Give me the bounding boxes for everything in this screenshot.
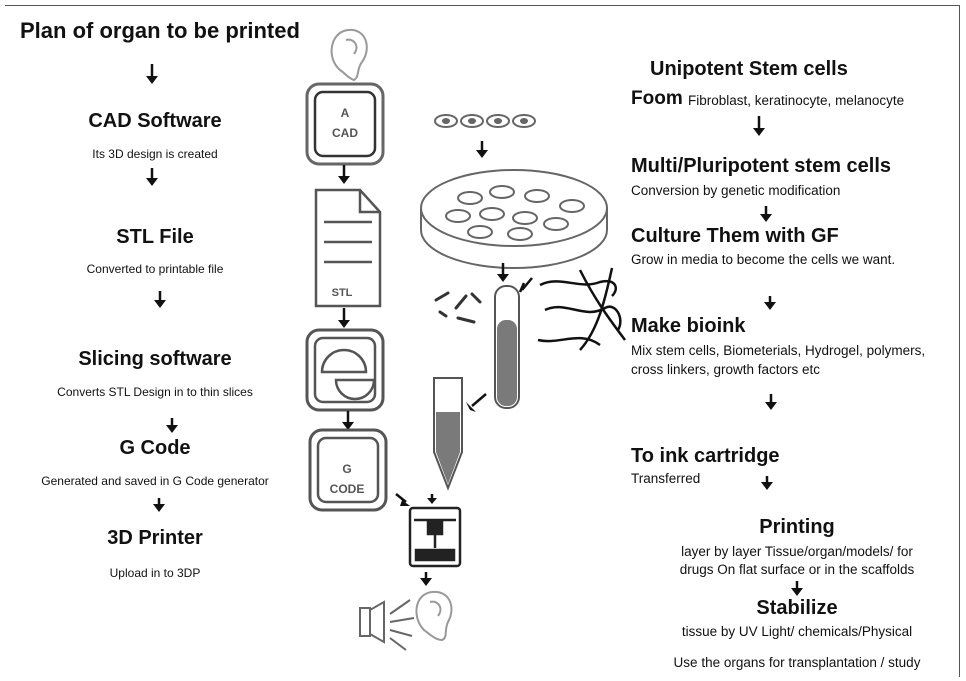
unipotent-from: Foom xyxy=(631,88,683,109)
multi-desc: Conversion by genetic modification xyxy=(631,183,841,198)
culture-desc: Grow in media to become the cells we wan… xyxy=(631,252,896,267)
slicing-icon xyxy=(305,328,385,412)
bioink-title: Make bioink xyxy=(631,315,746,337)
step-gcode-title: G Code xyxy=(119,437,191,459)
petri-dish-icon xyxy=(420,169,608,269)
gcode-line1: G xyxy=(342,462,351,476)
stabilize-title: Stabilize xyxy=(756,597,838,619)
printing-title: Printing xyxy=(759,516,835,538)
step-cad-title: CAD Software xyxy=(88,110,222,132)
bioink-desc-1: Mix stem cells, Biometerials, Hydrogel, … xyxy=(631,343,926,358)
unipotent-title: Unipotent Stem cells xyxy=(650,58,848,80)
bioink-desc-2: cross linkers, growth factors etc xyxy=(631,362,821,377)
step-printer-desc: Upload in to 3DP xyxy=(109,566,201,580)
unipotent-desc: Fibroblast, keratinocyte, melanocyte xyxy=(688,93,905,108)
printing-desc-2: drugs On flat surface or in the scaffold… xyxy=(679,562,915,577)
stl-file-icon xyxy=(314,188,382,308)
uv-light-icon xyxy=(359,599,415,651)
cad-line1: A xyxy=(341,106,350,120)
step-stl-desc: Converted to printable file xyxy=(86,262,224,276)
right-arrows xyxy=(753,116,803,596)
step-slicing-desc: Converts STL Design in to thin slices xyxy=(57,385,253,399)
ink-cartridge-icon xyxy=(433,377,463,491)
cartridge-title: To ink cartridge xyxy=(631,445,780,467)
cartridge-desc: Transferred xyxy=(631,471,701,486)
ear-icon-top xyxy=(330,28,368,82)
gcode-line2: CODE xyxy=(330,482,365,496)
cad-icon xyxy=(305,82,385,166)
gcode-icon xyxy=(308,428,388,512)
final-use-text: Use the organs for transplantation / stu… xyxy=(673,655,921,670)
printing-desc-1: layer by layer Tissue/organ/models/ for xyxy=(681,544,913,559)
test-tube-icon xyxy=(494,285,520,409)
step-cad-desc: Its 3D design is created xyxy=(92,147,218,161)
diagram-frame xyxy=(5,5,960,677)
step-gcode-desc: Generated and saved in G Code generator xyxy=(41,474,269,488)
step-stl-title: STL File xyxy=(116,226,194,248)
left-arrows xyxy=(146,64,178,512)
stl-label: STL xyxy=(332,287,353,299)
biomaterial-fibers xyxy=(434,291,482,324)
polymer-strands xyxy=(537,267,627,351)
multi-title: Multi/Pluripotent stem cells xyxy=(631,155,892,177)
step-plan-title: Plan of organ to be printed xyxy=(20,18,300,43)
printer-icon xyxy=(408,506,462,568)
cad-line2: CAD xyxy=(332,126,358,140)
ear-icon-bottom xyxy=(415,590,453,642)
step-printer-title: 3D Printer xyxy=(107,527,203,549)
cells-icon xyxy=(434,114,536,128)
culture-title: Culture Them with GF xyxy=(631,225,839,247)
step-slicing-title: Slicing software xyxy=(78,348,232,370)
stabilize-desc: tissue by UV Light/ chemicals/Physical xyxy=(681,624,913,639)
